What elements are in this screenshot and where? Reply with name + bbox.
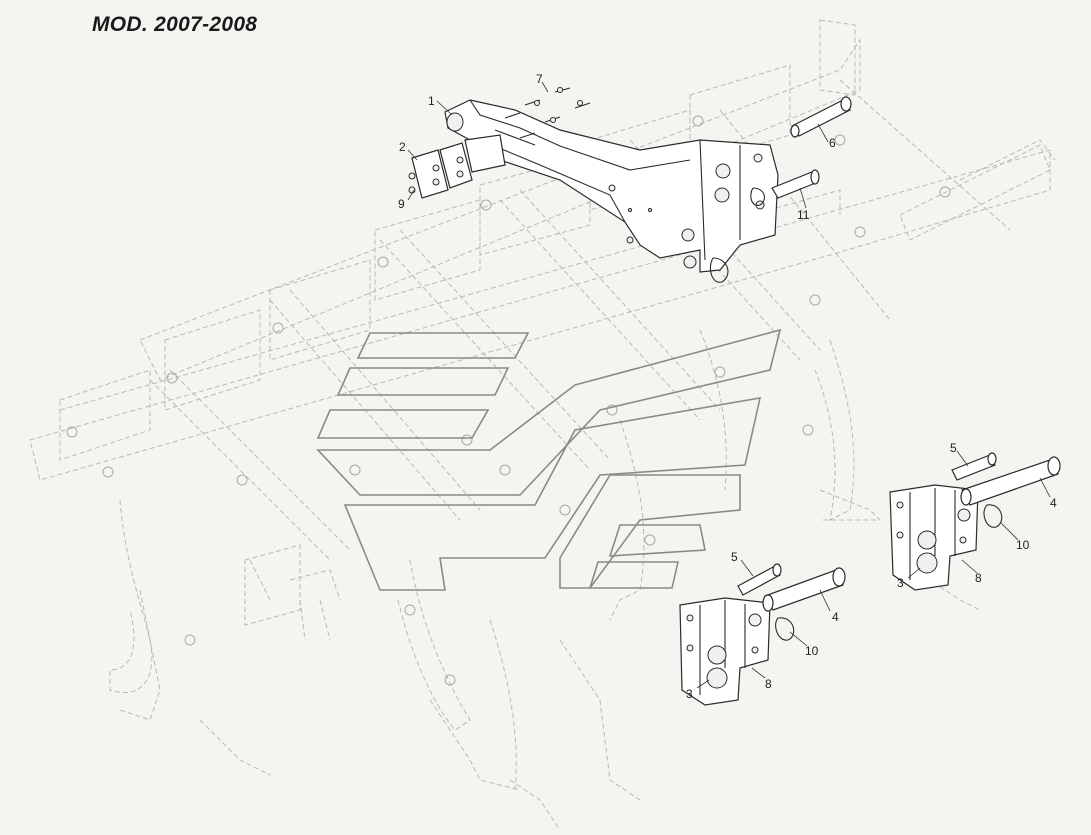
hitch-bracket-part-1 xyxy=(444,99,779,283)
callout-11: 11 xyxy=(797,208,810,222)
page-title: MOD. 2007-2008 xyxy=(92,13,258,36)
callout-8-right: 8 xyxy=(975,571,982,585)
leader-lines xyxy=(407,81,1051,689)
lower-link-assembly-right xyxy=(889,452,1061,591)
callout-3-right: 3 xyxy=(897,576,904,590)
callout-labels: 1 2 9 7 6 11 5 4 10 3 8 5 4 10 3 8 xyxy=(398,72,1057,701)
callout-6: 6 xyxy=(829,136,836,150)
callout-10-left: 10 xyxy=(805,644,819,658)
callout-3-left: 3 xyxy=(686,687,693,701)
watermark-logo xyxy=(316,328,782,591)
callout-1: 1 xyxy=(428,94,435,108)
callout-4-left: 4 xyxy=(832,610,839,624)
callout-8-left: 8 xyxy=(765,677,772,691)
clamp-plates-part-2 xyxy=(411,129,536,199)
callout-10-right: 10 xyxy=(1016,538,1030,552)
callout-7: 7 xyxy=(536,72,543,86)
lower-link-assembly-left xyxy=(679,563,846,706)
callout-5-right: 5 xyxy=(950,441,957,455)
pin-part-6 xyxy=(790,96,852,138)
callout-5-left: 5 xyxy=(731,550,738,564)
callout-2: 2 xyxy=(399,140,406,154)
callout-9: 9 xyxy=(398,197,405,211)
bolts-part-7 xyxy=(504,87,591,139)
pin-part-11 xyxy=(771,169,820,199)
nuts-part-9 xyxy=(408,156,464,194)
callout-4-right: 4 xyxy=(1050,496,1057,510)
